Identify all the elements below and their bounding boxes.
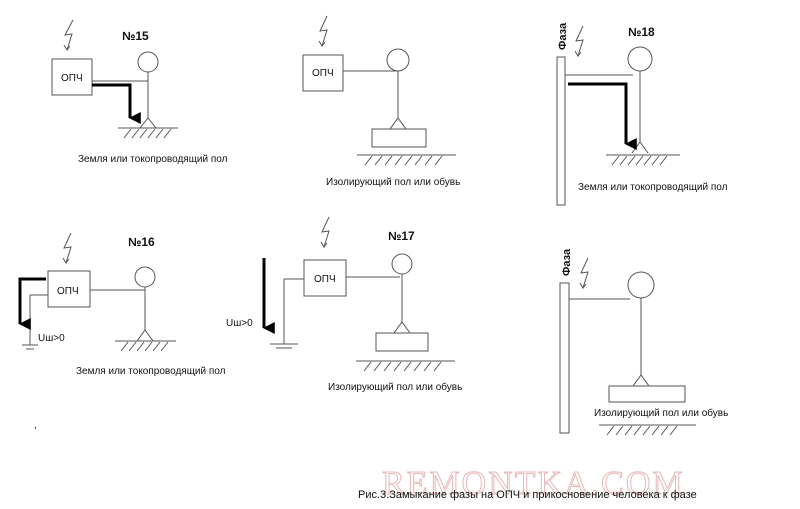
person-head <box>386 48 410 72</box>
person-head <box>391 253 413 275</box>
opch-box <box>303 259 347 297</box>
ground-hatch <box>611 155 668 166</box>
opch-box <box>302 54 344 92</box>
opch-box <box>51 58 93 96</box>
floor-label: Изолирующий пол или обувь <box>328 381 462 393</box>
person-head <box>134 266 156 288</box>
figure-15 <box>51 19 178 139</box>
floor-label: Земля или токопроводящий пол <box>78 154 228 165</box>
ground-hatch <box>123 128 172 139</box>
watermark: REMONTKA.COM <box>382 465 685 502</box>
ground-hatch <box>363 361 442 372</box>
figure-16 <box>22 232 176 352</box>
figure-number: №18 <box>628 25 655 39</box>
lightning-icon <box>318 15 328 48</box>
phase-label: Фаза <box>557 22 569 50</box>
figure-number: №17 <box>388 229 415 243</box>
floor-label: Земля или токопроводящий пол <box>578 182 728 193</box>
voltage-label: Uш>0 <box>38 333 65 344</box>
opch-label: ОПЧ <box>57 286 79 297</box>
person-legs <box>632 374 650 387</box>
person-head <box>627 271 655 299</box>
phase-bar <box>556 56 566 206</box>
person-head <box>627 46 653 72</box>
insulating-mat <box>371 128 427 148</box>
lightning-icon <box>574 25 584 58</box>
voltage-label: Uш>0 <box>226 318 253 329</box>
floor-label: Изолирующий пол или обувь <box>326 176 460 188</box>
lightning-icon <box>579 257 589 290</box>
lightning-icon <box>63 19 74 52</box>
phase-label: Фаза <box>561 248 573 276</box>
insulating-mat <box>608 385 686 403</box>
stray-mark: , <box>34 420 37 431</box>
ground-hatch <box>364 155 443 166</box>
phase-bar <box>559 282 570 434</box>
current-path-arrow <box>568 82 637 150</box>
ground-hatch <box>120 341 169 352</box>
figure-phase-insulated <box>559 257 696 436</box>
figure-18 <box>556 25 680 206</box>
floor-label: Земля или токопроводящий пол <box>76 366 226 377</box>
figure-number: №16 <box>128 235 155 249</box>
opch-label: ОПЧ <box>312 68 334 79</box>
opch-label: ОПЧ <box>314 274 336 285</box>
opch-label: ОПЧ <box>61 73 83 84</box>
figure-insulated-top <box>302 15 456 166</box>
figure-17 <box>270 216 455 372</box>
person-head <box>137 51 159 73</box>
lightning-icon <box>320 216 330 249</box>
ground-hatch <box>606 425 678 436</box>
current-path-arrow <box>92 83 141 124</box>
figure-number: №15 <box>122 29 149 43</box>
figure-caption: Рис.3.Замыкание фазы на ОПЧ и прикоснове… <box>358 489 697 501</box>
insulating-mat <box>375 332 429 352</box>
floor-label: Изолирующий пол или обувь <box>594 407 728 419</box>
current-path-arrow <box>18 277 46 330</box>
lightning-icon <box>62 232 72 265</box>
opch-box <box>47 270 91 308</box>
